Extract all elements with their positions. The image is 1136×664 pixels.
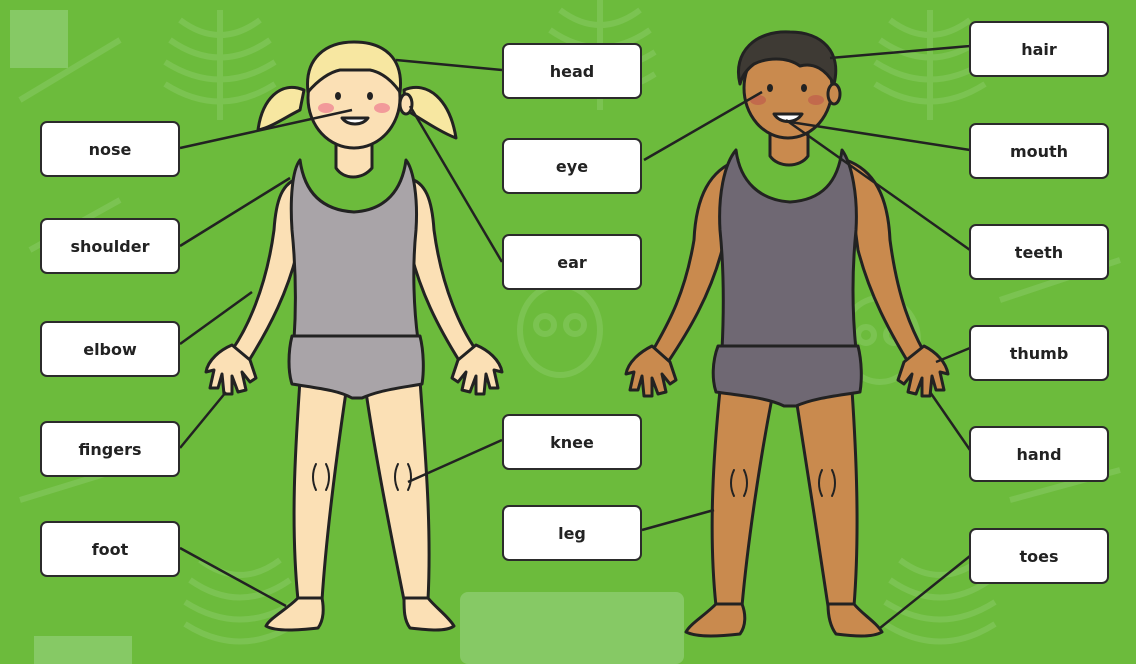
leader-line-head [396,60,502,70]
label-hand[interactable]: hand [969,426,1109,482]
boy-right-cheek [808,95,824,105]
overlay-patch-bottom-left [34,636,132,664]
boy-figure [626,32,948,636]
label-mouth[interactable]: mouth [969,123,1109,179]
label-ear[interactable]: ear [502,234,642,290]
label-hair[interactable]: hair [969,21,1109,77]
leader-line-eye [644,92,762,160]
label-eye[interactable]: eye [502,138,642,194]
overlay-patch-bottom-center [460,592,684,664]
label-fingers[interactable]: fingers [40,421,180,477]
label-head[interactable]: head [502,43,642,99]
label-shoulder[interactable]: shoulder [40,218,180,274]
girl-vest [291,160,418,340]
label-knee[interactable]: knee [502,414,642,470]
girl-left-eye [335,92,341,100]
girl-left-pigtail [258,87,304,130]
girl-right-pigtail [404,87,456,138]
leader-line-hand [930,392,970,450]
label-toes[interactable]: toes [969,528,1109,584]
boy-right-foot [828,604,882,636]
girl-left-cheek [318,103,334,113]
boy-left-eye [767,84,773,92]
girl-left-leg [294,380,346,600]
girl-mouth [342,118,368,124]
skull-decoration [520,285,600,375]
label-leg[interactable]: leg [502,505,642,561]
boy-left-foot [686,604,745,636]
girl-right-foot [404,598,454,630]
label-foot[interactable]: foot [40,521,180,577]
girl-right-cheek [374,103,390,113]
girl-figure [206,42,502,630]
label-teeth[interactable]: teeth [969,224,1109,280]
overlay-patch-top-left [10,10,68,68]
leader-line-thumb [936,348,970,362]
label-elbow[interactable]: elbow [40,321,180,377]
label-nose[interactable]: nose [40,121,180,177]
label-thumb[interactable]: thumb [969,325,1109,381]
leader-line-fingers [180,392,226,448]
boy-vest [720,150,857,350]
boy-right-eye [801,84,807,92]
leader-line-mouth [790,122,970,150]
girl-ear [400,94,412,114]
boy-left-leg [712,390,772,606]
boy-right-leg [796,390,857,606]
leader-line-leg [642,510,714,530]
boy-ear [828,84,840,104]
girl-right-eye [367,92,373,100]
ribcage-decoration [165,10,275,120]
